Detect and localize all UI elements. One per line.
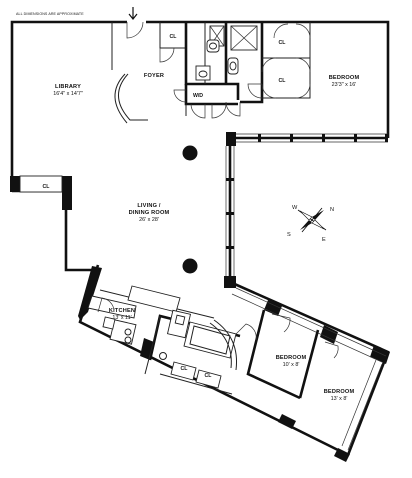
entry-arrow-icon [128, 7, 138, 20]
column-2 [182, 258, 198, 274]
foyer-label: FOYER [144, 73, 164, 79]
columns [182, 145, 198, 274]
curved-walls [114, 73, 238, 371]
library-label: LIBRARY [55, 84, 81, 90]
bedroom-main-dims: 23'3" x 16' [332, 82, 357, 88]
bedroom-closet-1-label: CL [279, 40, 287, 46]
compass-w: W [292, 205, 298, 211]
foyer-closet-label: CL [170, 34, 178, 40]
compass-n: N [330, 207, 334, 213]
bath-wing-fixtures [159, 309, 237, 389]
bedroom-3-dims: 13' x 8' [331, 396, 348, 402]
kitchen-label: KITCHEN [109, 308, 135, 314]
dimensions-note: ALL DIMENSIONS ARE APPROXIMATE [16, 12, 84, 16]
door-swings [97, 21, 339, 359]
library-closet-label: CL [43, 184, 51, 190]
library-dims: 16'4" x 14'7" [53, 91, 83, 97]
compass-s: S [287, 232, 291, 238]
bedroom-2-label: BEDROOM [276, 355, 307, 361]
kitchen-dims: 13' x 11' [112, 315, 131, 321]
bath-closet-2-label: CL [205, 373, 213, 379]
wing-windows [231, 287, 387, 451]
solid-wall-sections [10, 132, 390, 462]
living-label: LIVING / [137, 203, 161, 209]
bedroom-main-label: BEDROOM [329, 75, 360, 81]
living-label-2: DINING ROOM [129, 210, 170, 216]
kitchen-counters [87, 285, 181, 345]
bedroom-2-dims: 10' x 8' [283, 362, 300, 368]
column-1 [182, 145, 198, 161]
living-windows [225, 146, 235, 276]
compass-rose-icon: N W S E [287, 205, 334, 243]
interior-walls [19, 22, 320, 400]
bath-closet-1-label: CL [181, 366, 189, 372]
bedroom-3-label: BEDROOM [324, 389, 355, 395]
compass-e: E [322, 237, 326, 243]
washer-dryer-label: W/D [193, 93, 203, 99]
bedroom-closet-2-label: CL [279, 78, 287, 84]
bedroom-windows [236, 133, 388, 143]
living-dims: 26' x 28' [139, 217, 159, 223]
bath-fixtures [195, 25, 258, 81]
